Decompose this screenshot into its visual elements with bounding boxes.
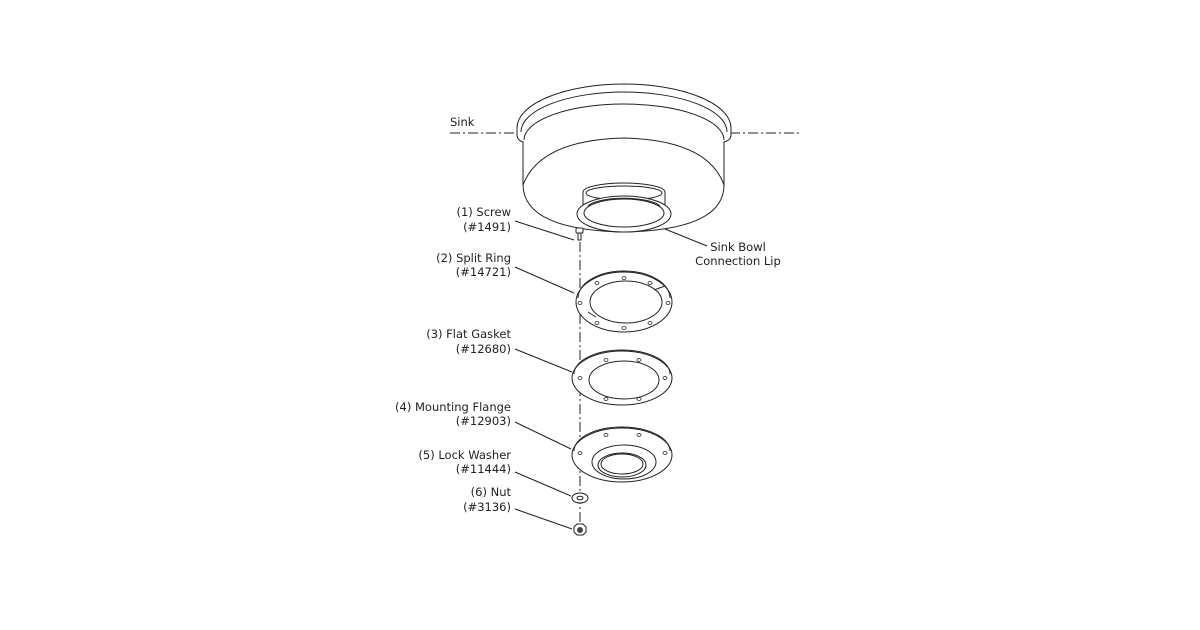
part-2-name: (2) Split Ring <box>436 251 511 265</box>
part-1-name: (1) Screw <box>456 205 511 219</box>
lip-label-line2: Connection Lip <box>695 254 781 268</box>
part-5-name: (5) Lock Washer <box>418 448 511 462</box>
part-1-number: (#1491) <box>463 220 511 234</box>
part-4-number: (#12903) <box>456 414 511 428</box>
lock-washer <box>571 492 589 504</box>
part-2-number: (#14721) <box>456 265 511 279</box>
part-3-name: (3) Flat Gasket <box>426 327 511 341</box>
split-ring <box>575 270 673 333</box>
leader-lines <box>514 220 708 530</box>
part-3-number: (#12680) <box>456 342 511 356</box>
part-5-number: (#11444) <box>456 462 511 476</box>
sink <box>450 83 802 233</box>
mounting-flange <box>571 426 673 483</box>
part-6-name: (6) Nut <box>471 485 512 499</box>
lip-label-line1: Sink Bowl <box>710 240 766 254</box>
sink-label: Sink <box>450 115 475 129</box>
flat-gasket <box>571 349 673 406</box>
sink-bowl-connection-lip <box>576 182 672 233</box>
nut <box>573 523 587 536</box>
screw <box>575 227 584 241</box>
part-6-number: (#3136) <box>463 500 511 514</box>
sink-bowl <box>516 83 732 233</box>
part-4-name: (4) Mounting Flange <box>395 400 511 414</box>
